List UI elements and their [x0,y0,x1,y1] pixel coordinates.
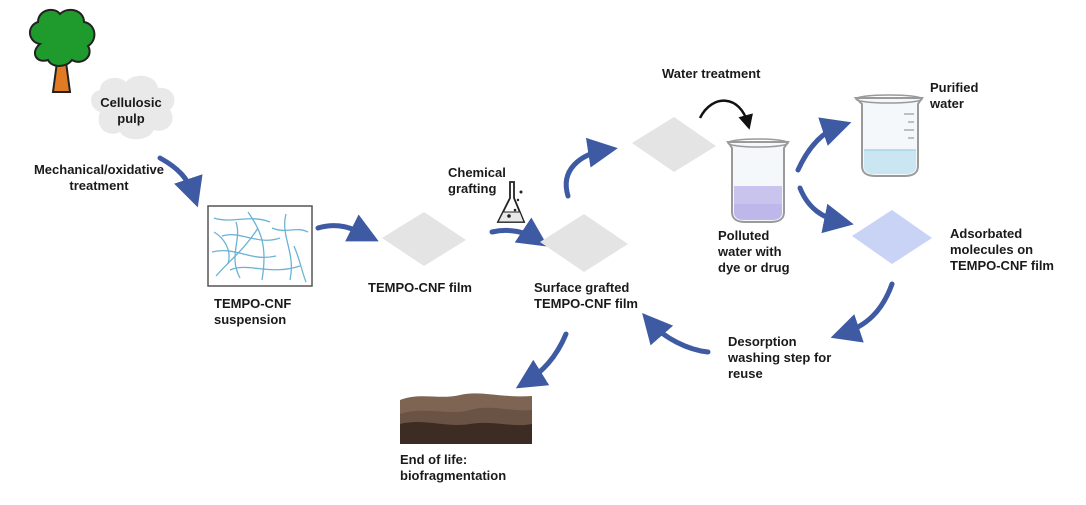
beaker-icon [726,138,790,223]
desorption-step-label: Desorption washing step for reuse [728,334,832,381]
arrow-to-suspension [157,155,203,208]
cnf-suspension-box [207,205,313,287]
surface-grafted-film [540,214,628,272]
polluted-water-label: Polluted water with dye or drug [718,228,790,275]
surface-grafted-film-label: Surface grafted TEMPO-CNF film [534,280,638,311]
arrow-to-end-of-life [515,331,569,389]
arrow-to-grafted [489,217,548,247]
arrow-to-purified [795,117,852,173]
water-treatment-label: Water treatment [662,66,761,81]
beaker-icon [853,94,924,177]
arrow-into-beaker [698,99,753,130]
arrow-to-desorption [830,281,895,343]
arrow-to-adsorbed [797,185,854,234]
end-of-life-label: End of life: biofragmentation [400,452,507,483]
cloud-icon [91,75,175,140]
adsorbated-molecules-label: Adsorbated molecules on TEMPO-CNF film [950,226,1054,273]
chemical-grafting-label: Chemical grafting [448,165,506,196]
soil-icon [400,393,532,444]
tree-icon [29,8,96,93]
arrow-to-film [315,214,379,242]
purified-water-label: Purified water [930,80,979,111]
tempo-cnf-film [382,212,466,266]
mechanical-treatment-label: Mechanical/oxidative treatment [33,162,165,193]
cellulosic-pulp-label: Cellulosic pulp [100,95,162,126]
arrow-to-water-treatment [563,137,618,199]
arrow-reuse [642,312,711,355]
tempo-cnf-suspension-label: TEMPO-CNF suspension [214,296,292,327]
tempo-cnf-film-label: TEMPO-CNF film [368,280,472,295]
water-treatment-film [632,117,716,172]
adsorbed-film [852,210,932,264]
